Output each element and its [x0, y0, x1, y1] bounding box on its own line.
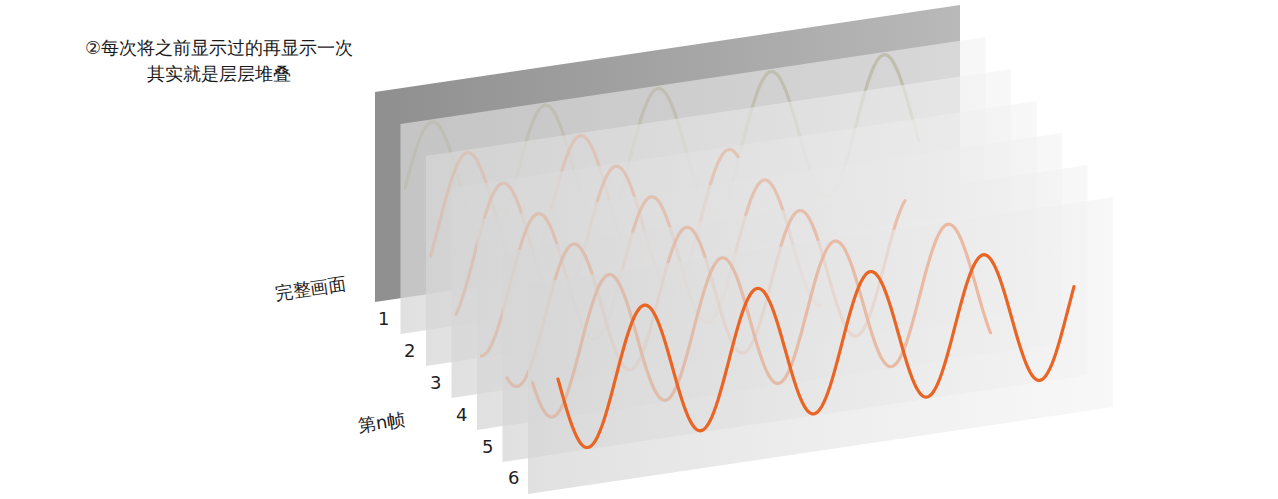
- frame-number: 6: [508, 467, 519, 488]
- full-frame-label: 完整画面: [273, 272, 348, 306]
- frame-wave: [558, 255, 1074, 448]
- note-title: ②每次将之前显示过的再显示一次 其实就是层层堆叠: [74, 35, 364, 87]
- frame-number: 1: [378, 308, 389, 329]
- frame-panel: [528, 197, 1113, 494]
- frame-number: 2: [404, 340, 415, 361]
- frame-label: 第n帧: [356, 408, 406, 438]
- frame-number: 4: [456, 404, 467, 425]
- frame-number: 3: [430, 372, 441, 393]
- frame-number: 5: [482, 436, 493, 457]
